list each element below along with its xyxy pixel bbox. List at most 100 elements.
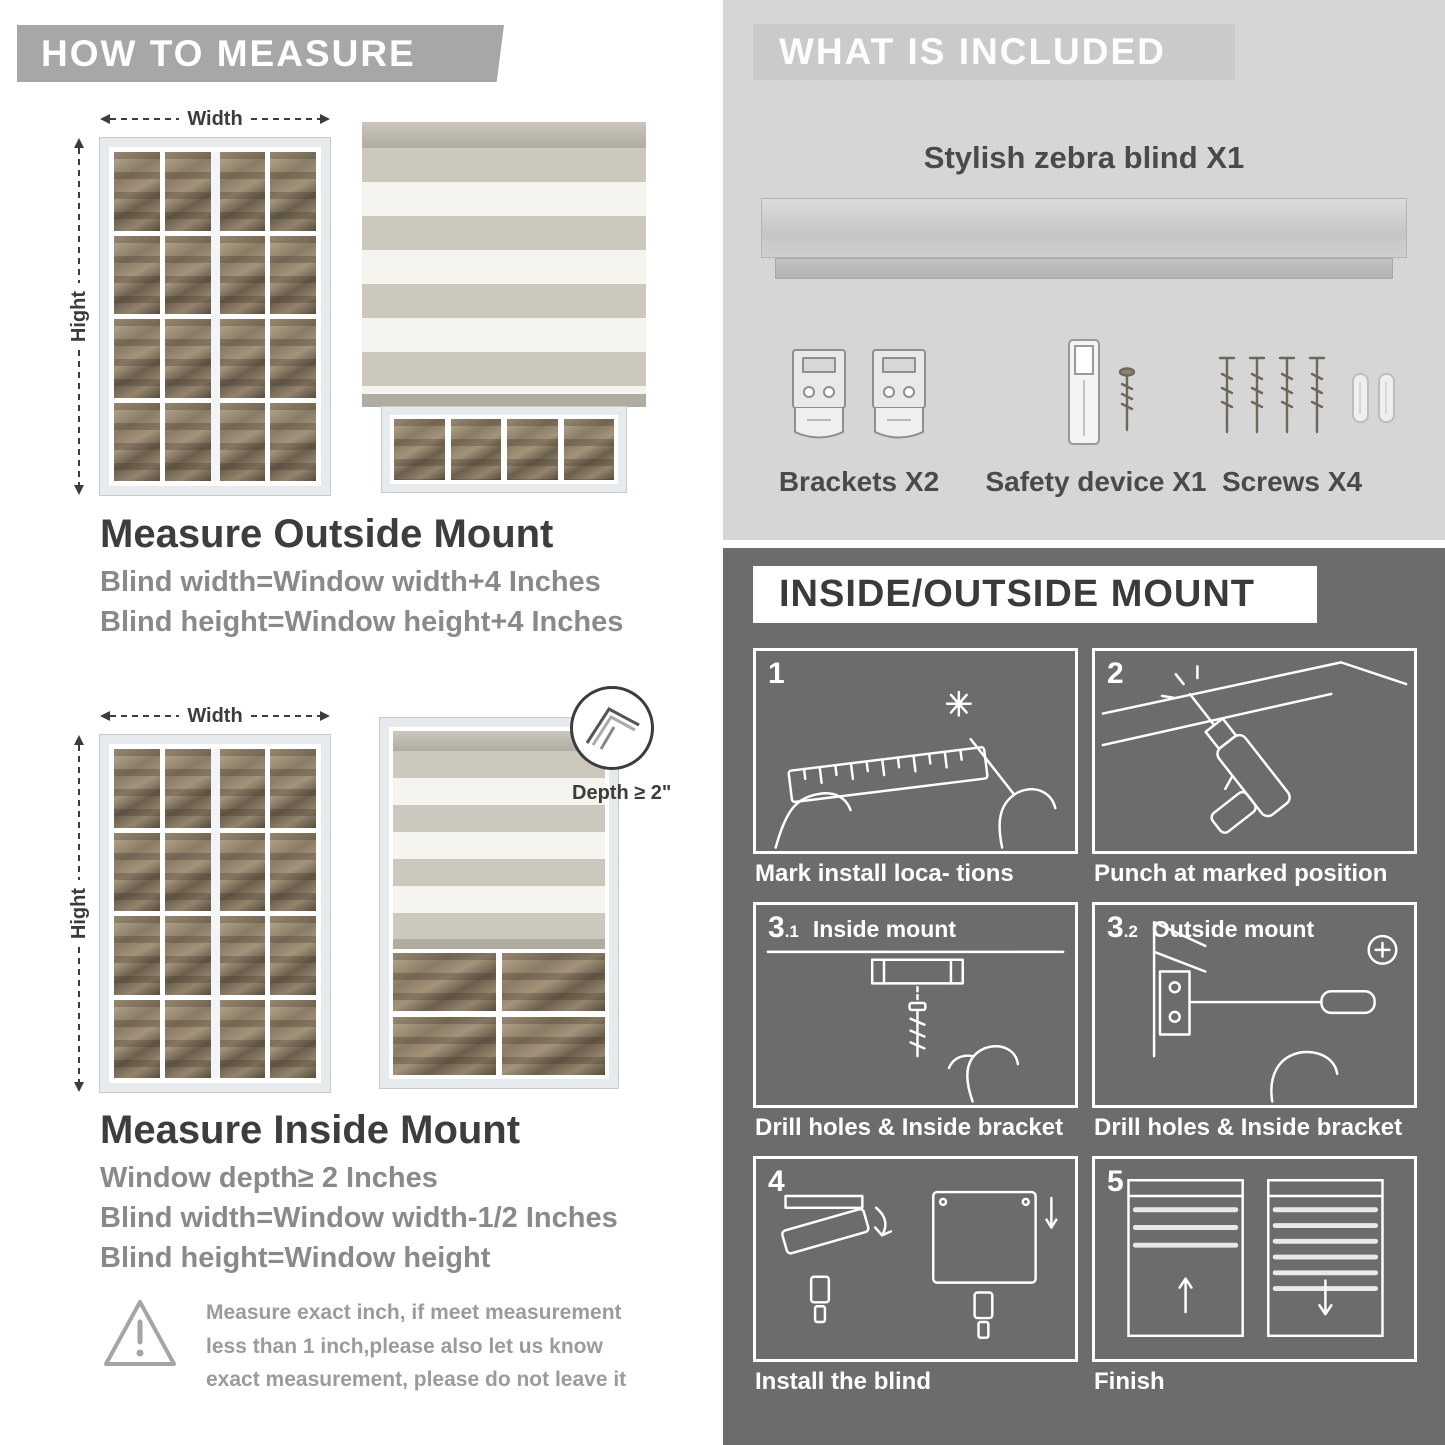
mount-header: INSIDE/OUTSIDE MOUNT (753, 566, 1317, 623)
safety-device-label: Safety device X1 (985, 466, 1207, 497)
outside-window-figure (100, 138, 330, 495)
window-corner-icon (585, 707, 640, 750)
mount-step-1: 1 (753, 648, 1078, 890)
step-subnumber: .2 (1123, 922, 1138, 941)
inside-rule-1: Window depth≥ 2 Inches (100, 1162, 438, 1194)
window-pane (164, 832, 211, 911)
blind-bottom-rail (362, 394, 646, 407)
step-number: 3 (768, 911, 785, 944)
window-pane (270, 152, 316, 231)
what-is-included-header: WHAT IS INCLUDED (753, 24, 1235, 80)
window-pane (450, 419, 501, 480)
window-pane (164, 319, 211, 398)
blind-cassette (393, 731, 605, 751)
window-pane (270, 832, 316, 911)
inside-width-arrow: Width (100, 705, 331, 727)
height-label: Hight (67, 887, 90, 940)
inside-bracket-art (766, 950, 1065, 1103)
window-sash (219, 749, 316, 1078)
window-pane (502, 1017, 605, 1075)
inside-window-figure (100, 735, 330, 1092)
window-pane (219, 832, 266, 911)
window-pane (114, 916, 160, 995)
mount-steps-grid: 1 (753, 648, 1417, 1398)
warning-triangle-icon (104, 1300, 176, 1366)
inside-mount-title: Measure Inside Mount (100, 1108, 521, 1152)
step-number: 4 (768, 1165, 785, 1198)
mount-step-3-2: 3 .2 Outside mount (1092, 902, 1417, 1144)
window-sash (114, 749, 211, 1078)
window-pane (219, 999, 266, 1078)
window-pane (219, 916, 266, 995)
window-pane (114, 999, 160, 1078)
height-label: Hight (67, 290, 90, 343)
window-pane (270, 999, 316, 1078)
step-box: 1 (753, 648, 1078, 854)
mount-step-2: 2 (1092, 648, 1417, 890)
window-mullion (210, 749, 220, 1078)
depth-detail-circle (570, 686, 654, 770)
window-pane (219, 235, 266, 314)
window-pane (502, 953, 605, 1011)
blind-bottom-rail (393, 939, 605, 949)
step-caption: Mark install loca- tions (755, 860, 1014, 887)
step-number: 5 (1107, 1165, 1124, 1198)
screws-label: Screws X4 (1221, 466, 1363, 497)
window-pane (164, 916, 211, 995)
window-pane (270, 402, 316, 481)
step-caption: Punch at marked position (1094, 860, 1388, 887)
mount-title: INSIDE/OUTSIDE MOUNT (779, 573, 1256, 615)
outside-bracket-art (1152, 921, 1398, 1103)
safety-device-icon (1068, 339, 1136, 445)
step-caption: Install the blind (755, 1368, 932, 1395)
window-pane (114, 749, 160, 828)
depth-label: Depth ≥ 2" (572, 782, 672, 804)
mount-step-3-1: 3 .1 Inside mount (753, 902, 1078, 1144)
what-is-included-title: WHAT IS INCLUDED (779, 31, 1166, 72)
window-pane (114, 152, 160, 231)
step-box: 2 (1092, 648, 1417, 854)
window-pane (393, 953, 496, 1011)
window-pane (114, 235, 160, 314)
width-label: Width (187, 107, 243, 130)
window-panes-under-blind (393, 953, 605, 1075)
brackets-illustration (787, 346, 931, 446)
step-caption: Drill holes & Inside bracket (755, 1114, 1064, 1141)
window-pane (270, 749, 316, 828)
screws-illustration (1211, 350, 1407, 451)
window-mullion (210, 152, 220, 481)
inside-blind-figure (380, 718, 618, 1088)
what-is-included-section: WHAT IS INCLUDED Stylish zebra blind X1 (723, 0, 1445, 540)
window-pane (270, 916, 316, 995)
bracket-icon (792, 349, 846, 439)
window-pane (507, 419, 558, 480)
mark-location-art (774, 690, 1057, 849)
window-under-blind (382, 407, 626, 492)
how-to-measure-header: HOW TO MEASURE (17, 25, 504, 82)
warning-text: Measure exact inch, if meet measurement … (206, 1301, 627, 1392)
window-pane (270, 235, 316, 314)
inside-height-arrow: Hight (68, 735, 90, 1092)
outside-width-arrow: Width (100, 107, 331, 130)
zebra-blind-label: Stylish zebra blind X1 (923, 140, 1245, 175)
drill-art (1101, 661, 1408, 834)
window-sash (219, 152, 316, 481)
step-subnumber: .1 (784, 922, 799, 941)
measurement-warning: Measure exact inch, if meet measurement … (100, 1296, 660, 1397)
safety-device-illustration (1055, 336, 1155, 457)
finish-art (1127, 1179, 1384, 1338)
step-title: Inside mount (812, 916, 956, 942)
outside-blind-figure (362, 122, 646, 495)
step-number: 3 (1107, 911, 1124, 944)
window-pane (114, 832, 160, 911)
outside-rule-2: Blind height=Window height+4 Inches (100, 606, 624, 638)
outside-mount-title: Measure Outside Mount (100, 512, 554, 556)
window-pane (164, 152, 211, 231)
bracket-icon (872, 349, 926, 439)
mount-step-5: 5 (1092, 1156, 1417, 1398)
step-title: Outside mount (1151, 916, 1315, 942)
step-number: 1 (768, 657, 785, 690)
mount-step-4: 4 (753, 1156, 1078, 1398)
mount-instructions-section: INSIDE/OUTSIDE MOUNT 1 (723, 548, 1445, 1445)
